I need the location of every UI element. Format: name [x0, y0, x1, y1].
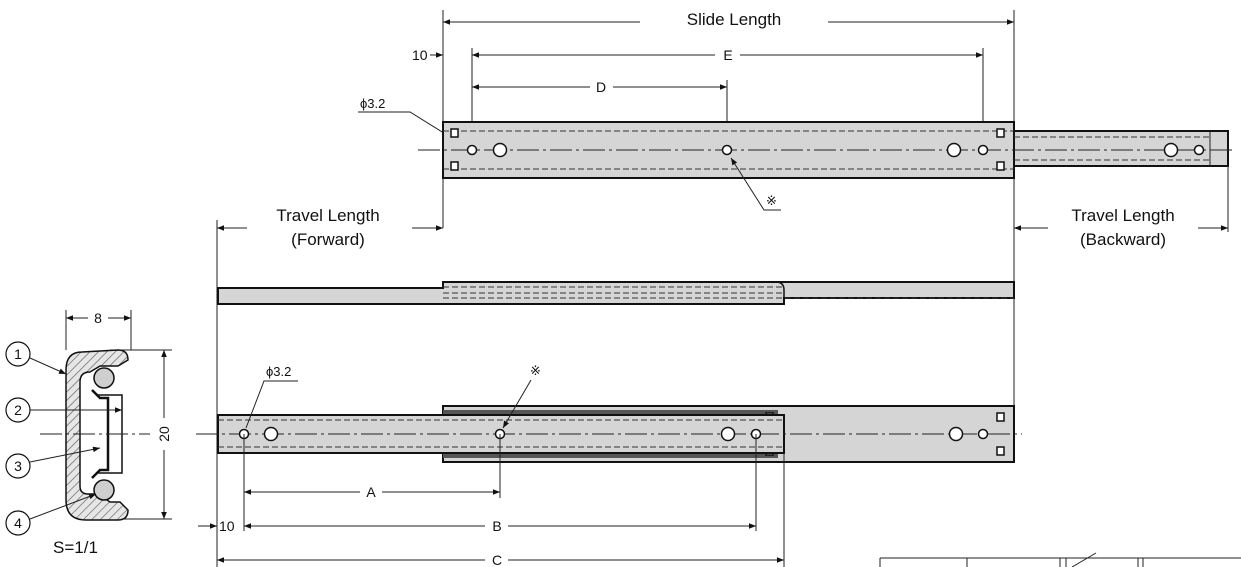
- mount-hole-large: [720, 426, 736, 442]
- offset-10-bottom: 10: [219, 518, 235, 534]
- mount-hole-large: [948, 426, 964, 442]
- mount-square: [996, 161, 1005, 171]
- part-number-3: 3: [14, 458, 22, 474]
- ref-mark-top: ※: [766, 193, 777, 208]
- part-leader-4: [29, 493, 97, 520]
- ref-mark-bottom: ※: [530, 363, 541, 378]
- hole-diameter-bottom: ϕ3.2: [266, 364, 291, 379]
- part-leader-1: [29, 357, 67, 375]
- hole-diameter-top: ϕ3.2: [360, 96, 385, 111]
- travel-backward-label-2: (Backward): [1080, 230, 1166, 249]
- part-callout-4: [5, 510, 31, 536]
- dim-b-label: B: [492, 518, 501, 534]
- mount-hole: [466, 144, 478, 156]
- extension-hole-large: [1163, 142, 1179, 158]
- mount-hole-large: [946, 142, 962, 158]
- part-callout-3: [5, 453, 31, 479]
- ball-retainer-strip: [443, 452, 778, 458]
- slide-length-label: Slide Length: [687, 10, 782, 29]
- mount-square: [996, 412, 1005, 422]
- extended-view: ϕ3.2 ※ A 10 B C: [196, 363, 1022, 567]
- ball-bearing-bottom: [93, 479, 115, 501]
- travel-forward-label-2: (Forward): [291, 230, 365, 249]
- part-leader-3: [29, 446, 101, 463]
- travel-forward-label-1: Travel Length: [276, 206, 379, 225]
- dim-e-label: E: [723, 47, 732, 63]
- mount-square: [996, 128, 1005, 138]
- dim-a-label: A: [366, 484, 376, 500]
- mount-hole: [977, 428, 989, 440]
- ball-bearing-top: [93, 367, 115, 389]
- mount-hole-large: [263, 426, 279, 442]
- travel-backward-label-1: Travel Length: [1071, 206, 1174, 225]
- hole-leader-bottom: [245, 380, 298, 429]
- mount-hole: [721, 144, 733, 156]
- side-view: [217, 228, 1015, 420]
- top-view: Slide Length 10 E D ϕ3.2: [216, 10, 1235, 567]
- part-number-2: 2: [14, 402, 22, 418]
- rail-side-inner: [443, 281, 785, 304]
- ref-leader-bottom: [502, 379, 532, 429]
- part-number-1: 1: [14, 346, 22, 362]
- table-diagonal: [1071, 552, 1097, 567]
- extension-hole: [1193, 144, 1205, 156]
- section-width-label: 8: [94, 310, 102, 326]
- mount-square: [450, 161, 459, 171]
- dim-d-label: D: [596, 79, 606, 95]
- partial-table-edge: [879, 552, 1241, 567]
- cross-section: 8 20 1 2 3 4 S=1/1: [5, 310, 172, 557]
- part-callout-1: [5, 341, 31, 367]
- offset-10-top: 10: [412, 47, 428, 63]
- mount-hole-large: [492, 142, 508, 158]
- section-height-label: 20: [156, 426, 172, 442]
- part-number-4: 4: [14, 515, 22, 531]
- mount-square: [450, 128, 459, 138]
- scale-label: S=1/1: [53, 538, 98, 557]
- ref-leader-top: [730, 157, 781, 211]
- dim-c-label: C: [492, 552, 502, 567]
- inner-rail-extension: [1013, 130, 1229, 167]
- mount-square: [996, 446, 1005, 456]
- ball-retainer-strip: [443, 410, 778, 416]
- mount-hole: [977, 144, 989, 156]
